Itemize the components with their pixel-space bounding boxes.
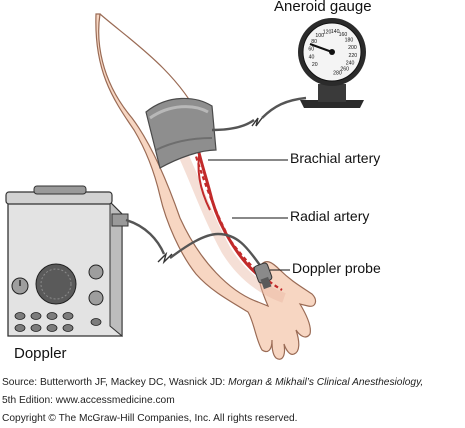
cuff-tube	[211, 119, 255, 132]
doppler-device	[5, 185, 129, 338]
blood-pressure-cuff	[145, 97, 217, 169]
probe-cable	[125, 218, 166, 255]
doppler-probe	[253, 262, 273, 290]
right-knob-top	[88, 264, 104, 280]
probe-cable-break	[157, 251, 173, 265]
gauge-tick-label: 240	[346, 61, 355, 67]
probe-cable-continued	[169, 232, 263, 269]
doppler-probe-label: Doppler probe	[292, 260, 381, 276]
caption-source-prefix: Source: Butterworth JF, Mackey DC, Wasni…	[2, 377, 229, 388]
brachial-artery-label: Brachial artery	[290, 150, 381, 166]
gauge-tick-label: 260	[340, 67, 349, 73]
right-knob-bottom	[88, 290, 104, 306]
gauge-tick-label: 280	[333, 70, 342, 76]
cuff-tube-break	[251, 117, 263, 127]
device-buttons	[14, 312, 102, 332]
gauge-tube	[261, 96, 307, 119]
aneroid-gauge-label: Aneroid gauge	[274, 0, 372, 15]
caption-copyright: Copyright © The McGraw-Hill Companies, I…	[2, 413, 298, 424]
arm-shading	[171, 137, 286, 303]
gauge-tick-label: 160	[339, 32, 348, 38]
brachial-artery-line	[194, 139, 263, 280]
gauge-tick-label: 140	[331, 29, 340, 35]
gauge-tick-label: 80	[311, 39, 317, 45]
radial-artery-label: Radial artery	[290, 208, 370, 224]
gauge-tick-label: 60	[308, 47, 314, 53]
figure-caption: Source: Butterworth JF, Mackey DC, Wasni…	[2, 374, 463, 428]
ulnar-artery-line	[197, 149, 211, 211]
gauge-tick-label: 220	[348, 53, 357, 59]
caption-source-line: Source: Butterworth JF, Mackey DC, Wasni…	[2, 374, 463, 392]
caption-source-title: Morgan & Mikhail’s Clinical Anesthesiolo…	[228, 377, 424, 388]
gauge-tick-label: 200	[348, 45, 357, 51]
gauge-tick-label: 180	[345, 38, 354, 44]
caption-source-edition: 5th Edition: www.accessmedicine.com	[2, 395, 175, 406]
doppler-label: Doppler	[14, 345, 67, 362]
gauge-tick-label: 20	[312, 62, 318, 68]
speaker-grille	[35, 263, 77, 305]
gauge-needle	[309, 43, 333, 53]
gauge-tick-label: 40	[309, 55, 315, 61]
gauge-tick-label: 100	[315, 33, 324, 39]
gauge-tick-label: 120	[323, 30, 332, 36]
